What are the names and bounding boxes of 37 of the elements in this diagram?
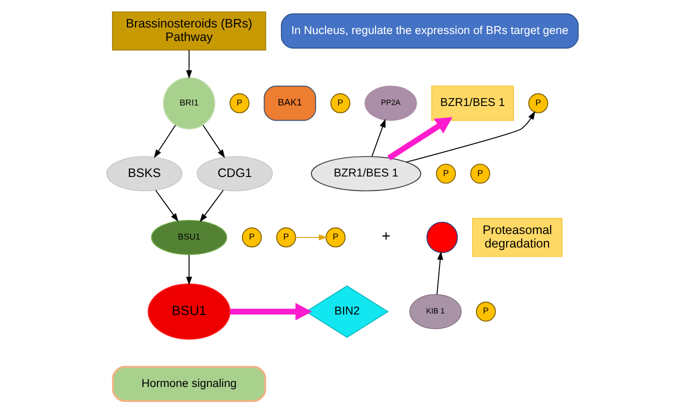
node-ellipse: PP2A [364, 86, 417, 121]
node-ellipse: KIB 1 [409, 294, 462, 330]
node-box: BAK1 [264, 86, 316, 121]
node-ellipse: BZR1/BES 1 [310, 156, 422, 192]
arrow [295, 234, 328, 240]
arrow [186, 50, 192, 79]
node-box: BZR1/BES 1 [431, 86, 514, 121]
node-circle: P [242, 227, 262, 248]
node-circle: P [276, 227, 296, 248]
node-circle: P [436, 164, 456, 184]
node-circle: P [476, 302, 496, 322]
node-circle [426, 222, 458, 254]
node-box: Hormone signaling [112, 366, 266, 402]
arrow [200, 190, 224, 222]
node-circle: P [326, 227, 346, 248]
arrow [155, 190, 178, 222]
node-ellipse: BSU1 [151, 220, 228, 256]
node-circle: P [230, 93, 250, 114]
arrow [436, 251, 444, 295]
node-ellipse: BSU1 [148, 284, 230, 340]
node-box: Proteasomal degradation [472, 218, 562, 257]
node-circle: BRI1 [162, 77, 216, 130]
arrow [387, 117, 453, 160]
arrow [154, 124, 176, 158]
arrow [202, 124, 226, 158]
node-ellipse: CDG1 [196, 156, 273, 192]
arrow [186, 254, 192, 286]
label: + [382, 228, 390, 246]
node-box: Brassinosteroids (BRs) Pathway [112, 11, 266, 50]
node-ellipse: BSKS [106, 156, 182, 192]
node-circle: P [330, 93, 350, 114]
node-circle: P [528, 93, 548, 114]
arrow [406, 111, 536, 163]
node-circle: P [470, 164, 490, 184]
node-box: In Nucleus, regulate the expression of BRs target gene [280, 13, 579, 49]
arrow [230, 302, 312, 320]
arrow [371, 118, 386, 157]
